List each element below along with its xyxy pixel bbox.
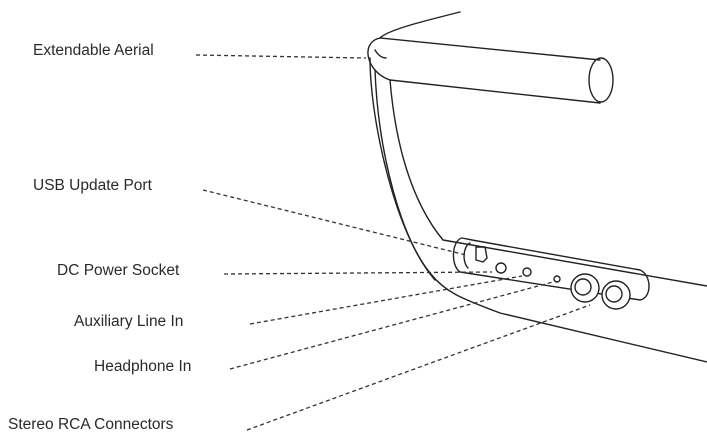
device-body	[369, 57, 707, 363]
label-headphone-in: Headphone In	[94, 358, 192, 375]
label-stereo-rca-connectors: Stereo RCA Connectors	[8, 416, 174, 433]
dc-socket	[495, 262, 507, 274]
aerial-leader	[195, 54, 367, 59]
label-usb-update-port: USB Update Port	[33, 177, 152, 194]
label-auxiliary-line-in: Auxiliary Line In	[74, 313, 184, 330]
headphone-leader	[229, 281, 554, 370]
dc-leader	[223, 271, 493, 275]
rca-leader	[246, 304, 591, 431]
label-extendable-aerial: Extendable Aerial	[33, 42, 154, 59]
usb-port	[475, 246, 488, 263]
rca-connectors	[570, 273, 631, 310]
aerial-bar	[367, 11, 614, 104]
label-dc-power-socket: DC Power Socket	[57, 262, 180, 279]
aux-leader	[249, 275, 523, 325]
headphone-jack	[553, 275, 561, 283]
aux-jack	[522, 267, 532, 277]
usb-leader	[202, 189, 467, 256]
